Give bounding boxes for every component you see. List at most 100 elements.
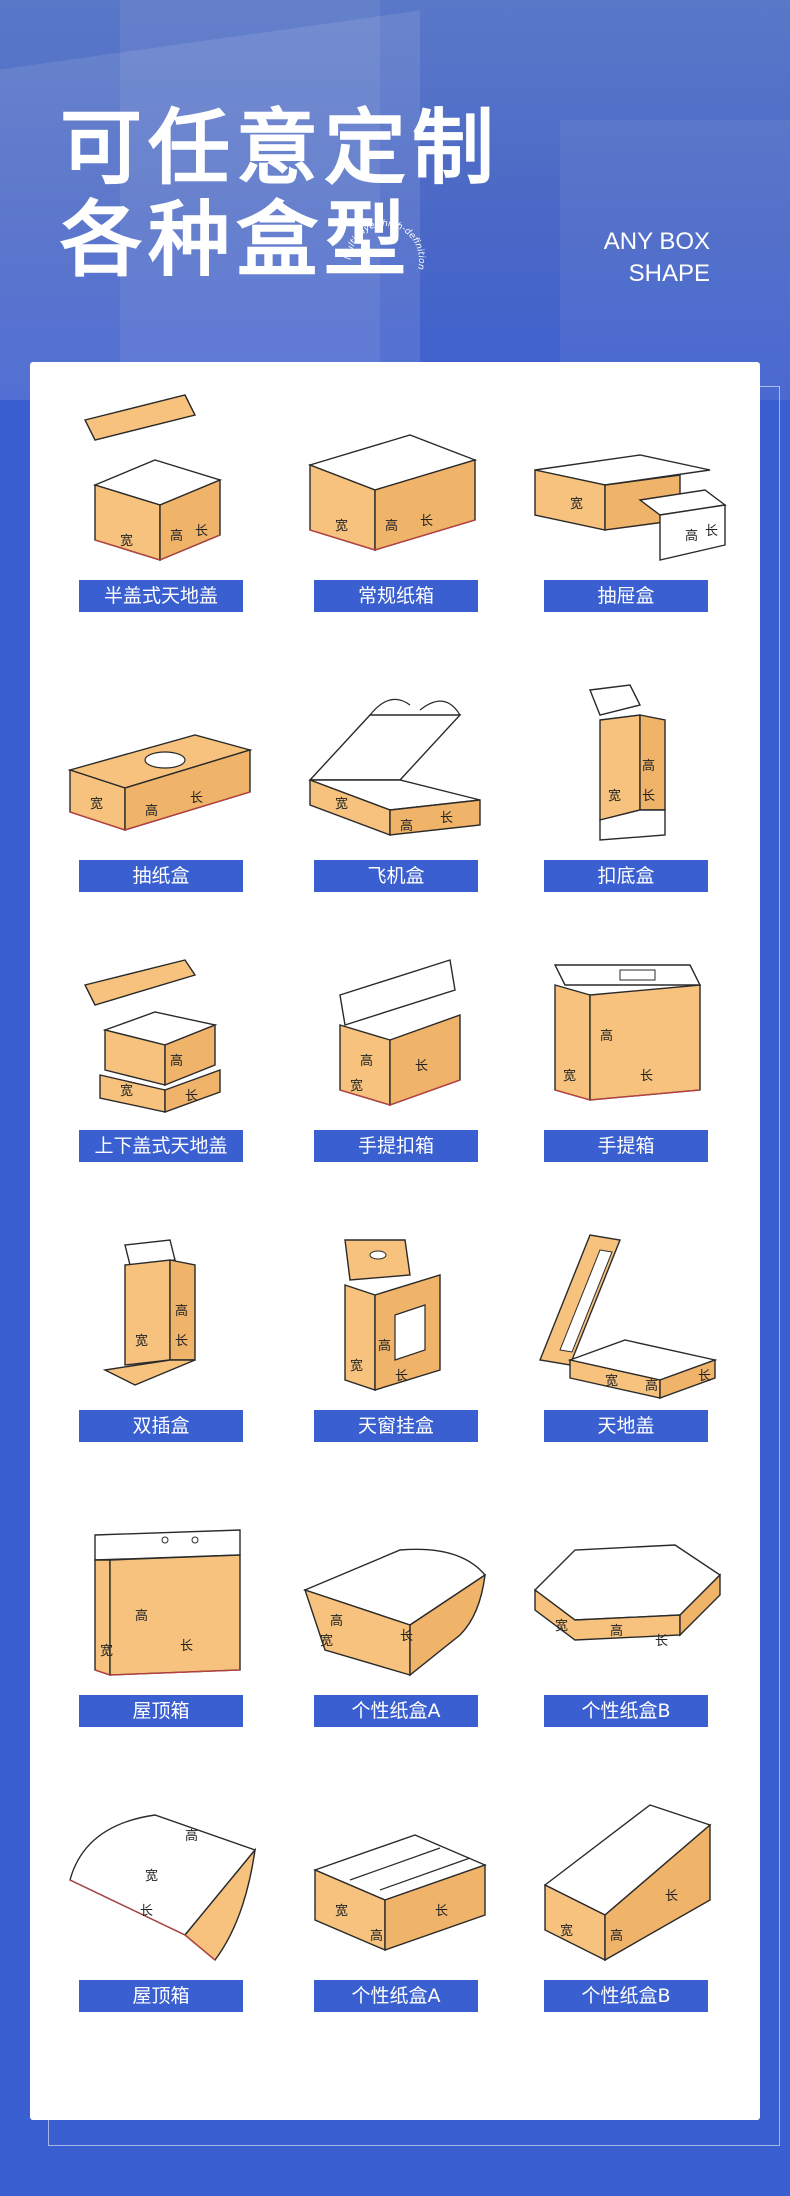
box-type-label: 个性纸盒B: [544, 1695, 708, 1727]
handle-box-icon: 宽 高 长: [553, 964, 702, 1101]
page-title-line-1: 可任意定制: [60, 101, 501, 196]
svg-text:高: 高: [385, 518, 398, 534]
svg-text:长: 长: [435, 1904, 448, 1919]
box-item: 宽 高 长 半盖式天地盖: [55, 390, 265, 640]
svg-text:宽: 宽: [320, 1633, 333, 1649]
tuck-end-box-icon: 宽 高 长: [102, 1239, 196, 1386]
svg-text:高: 高: [135, 1608, 148, 1624]
box-type-label: 双插盒: [79, 1410, 243, 1442]
seal-text: Multi layer high-definition: [344, 219, 426, 271]
roof-box-open-icon: 宽 高 长: [69, 1814, 257, 1962]
subtitle-line-1: ANY BOX: [603, 228, 710, 255]
svg-text:长: 长: [140, 1904, 153, 1919]
custom-box-a-divider-icon: 宽 高 长: [313, 1834, 487, 1952]
box-type-label: 天地盖: [544, 1410, 708, 1442]
svg-text:高: 高: [642, 758, 655, 774]
window-hanger-box-icon: 宽 高 长: [344, 1239, 441, 1391]
svg-text:高: 高: [378, 1338, 391, 1354]
box-item: 宽 高 长 个性纸盒B: [520, 1505, 730, 1755]
regular-carton-icon: 宽 高 长: [307, 434, 478, 551]
box-type-label: 半盖式天地盖: [79, 580, 243, 612]
box-item: 宽 高 长 常规纸箱: [290, 390, 500, 640]
subtitle-line-2: SHAPE: [628, 260, 710, 287]
svg-text:高: 高: [610, 1623, 623, 1639]
svg-text:长: 长: [698, 1369, 711, 1384]
lock-bottom-box-icon: 宽 高 长: [589, 684, 666, 841]
svg-text:高: 高: [400, 818, 413, 834]
svg-text:长: 长: [180, 1639, 193, 1654]
building-silhouette: [560, 120, 790, 400]
box-item: 宽 高 长 手提扣箱: [290, 940, 500, 1190]
svg-text:宽: 宽: [335, 796, 348, 812]
svg-text:高: 高: [360, 1053, 373, 1069]
svg-text:宽: 宽: [120, 1083, 133, 1099]
svg-text:宽: 宽: [145, 1868, 158, 1884]
box-item: 宽 高 长 个性纸盒B: [520, 1790, 730, 2040]
svg-text:宽: 宽: [555, 1618, 568, 1634]
box-type-label: 常规纸箱: [314, 580, 478, 612]
drawer-box-icon: 宽 高 长: [534, 454, 727, 561]
svg-text:高: 高: [685, 528, 698, 544]
box-item: 宽 高 长 抽屉盒: [520, 390, 730, 640]
svg-text:宽: 宽: [563, 1068, 576, 1084]
box-item: 宽 高 长 屋顶箱: [55, 1505, 265, 1755]
svg-text:宽: 宽: [608, 788, 621, 804]
svg-text:长: 长: [640, 1069, 653, 1084]
svg-text:高: 高: [185, 1828, 198, 1844]
box-item: 宽 高 长 上下盖式天地盖: [55, 940, 265, 1190]
box-type-label: 屋顶箱: [79, 1695, 243, 1727]
hero-banner: 可任意定制 各种盒型 Multi layer high-definition A…: [0, 0, 790, 400]
box-item: 宽 高 长 个性纸盒A: [290, 1790, 500, 2040]
building-silhouette: [120, 0, 380, 400]
svg-text:高: 高: [645, 1378, 658, 1394]
svg-text:长: 长: [395, 1369, 408, 1384]
svg-text:长: 长: [175, 1334, 188, 1349]
svg-text:长: 长: [185, 1089, 198, 1104]
seal-icon: Multi layer high-definition: [344, 219, 426, 271]
svg-text:长: 长: [440, 811, 453, 826]
box-type-label: 天窗挂盒: [314, 1410, 478, 1442]
box-type-label: 飞机盒: [314, 860, 478, 892]
subtitle: ANY BOX SHAPE: [604, 226, 710, 290]
svg-text:长: 长: [642, 789, 655, 804]
box-type-label: 个性纸盒B: [544, 1980, 708, 2012]
box-type-label: 抽屉盒: [544, 580, 708, 612]
svg-text:宽: 宽: [120, 533, 133, 549]
svg-text:宽: 宽: [350, 1358, 363, 1374]
half-lid-box-icon: 宽 高 长: [83, 394, 223, 562]
page-title-line-2: 各种盒型: [60, 193, 413, 288]
box-item: 宽 高 长 飞机盒: [290, 670, 500, 920]
svg-text:宽: 宽: [90, 796, 103, 812]
box-type-label: 手提扣箱: [314, 1130, 478, 1162]
svg-text:高: 高: [170, 528, 183, 544]
svg-text:宽: 宽: [335, 518, 348, 534]
svg-text:高: 高: [170, 1053, 183, 1069]
box-item: 宽 高 长 天窗挂盒: [290, 1220, 500, 1470]
box-type-label: 手提箱: [544, 1130, 708, 1162]
svg-text:高: 高: [370, 1928, 383, 1944]
svg-text:高: 高: [330, 1613, 343, 1629]
svg-text:长: 长: [190, 791, 203, 806]
custom-box-b-icon: 宽 高 长: [533, 1544, 722, 1649]
svg-text:宽: 宽: [570, 496, 583, 512]
box-type-label: 个性纸盒A: [314, 1695, 478, 1727]
svg-text:长: 长: [415, 1059, 428, 1074]
svg-text:长: 长: [665, 1889, 678, 1904]
svg-text:Multi layer high-definition: Multi layer high-definition: [344, 219, 426, 271]
svg-text:长: 长: [400, 1629, 413, 1644]
svg-text:宽: 宽: [335, 1903, 348, 1919]
svg-text:长: 长: [195, 524, 208, 539]
svg-text:宽: 宽: [135, 1333, 148, 1349]
svg-text:高: 高: [610, 1928, 623, 1944]
box-type-label: 抽纸盒: [79, 860, 243, 892]
box-item: 宽 高 长 抽纸盒: [55, 670, 265, 920]
box-item: 宽 高 长 双插盒: [55, 1220, 265, 1470]
telescope-lid-box-icon: 宽 高 长: [83, 959, 221, 1113]
box-item: 宽 高 长 天地盖: [520, 1220, 730, 1470]
mailer-box-icon: 宽 高 长: [308, 698, 481, 837]
handle-lock-box-icon: 宽 高 长: [339, 959, 461, 1106]
svg-text:高: 高: [600, 1028, 613, 1044]
box-type-label: 上下盖式天地盖: [79, 1130, 243, 1162]
lid-base-box-icon: 宽 高 长: [539, 1234, 718, 1399]
svg-text:宽: 宽: [100, 1643, 113, 1659]
